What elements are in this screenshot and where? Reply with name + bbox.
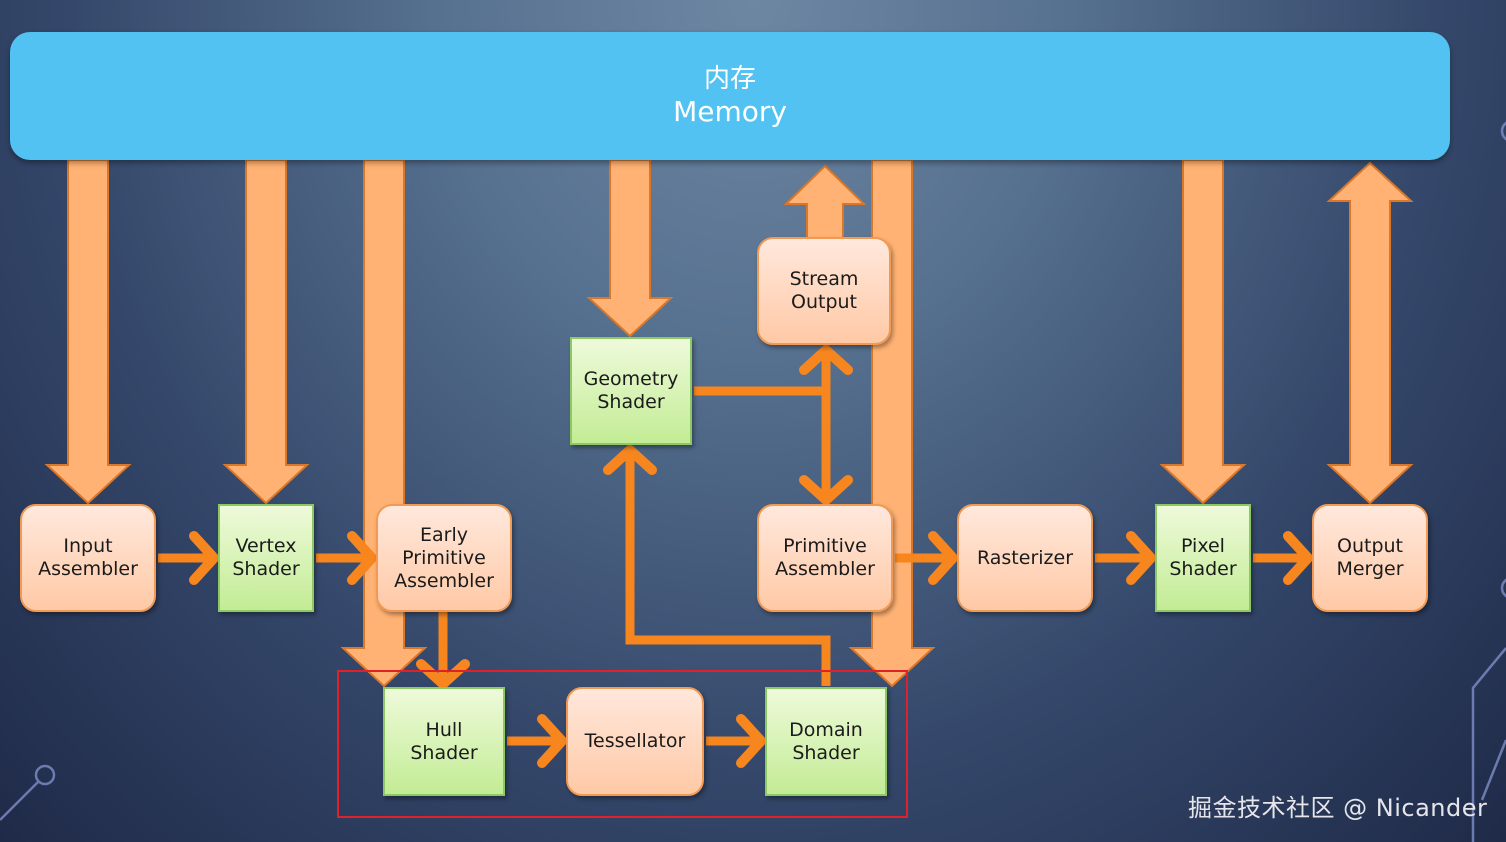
node-output-merger: Output Merger (1312, 504, 1428, 612)
decor-line-left (0, 781, 39, 821)
decor-circle-right-top (1500, 121, 1506, 141)
node-label: Rasterizer (976, 546, 1074, 569)
node-domain-shader: Domain Shader (765, 687, 887, 796)
vs-to-epa-arrow-head (347, 531, 379, 585)
rast-to-ps-arrow-head (1126, 531, 1158, 585)
tess-to-ds-arrow-head (736, 714, 768, 768)
node-label: Hull Shader (410, 718, 478, 764)
node-input-assembler: Input Assembler (20, 504, 156, 612)
node-stream-output: Stream Output (757, 237, 891, 345)
node-label: Vertex Shader (232, 535, 300, 580)
node-label: Primitive Assembler (775, 535, 875, 580)
node-label: Stream Output (789, 268, 859, 313)
node-label: Early Primitive Assembler (394, 523, 494, 592)
flow-arrows (158, 343, 1315, 768)
watermark: 掘金技术社区 @ Nicander (1188, 794, 1488, 822)
node-label: Input Assembler (38, 535, 138, 580)
memory-label-zh: 内存 (703, 64, 756, 94)
ds-to-gs-arrow-shaft (625, 452, 831, 686)
ia-to-vs-arrow-head (189, 531, 221, 585)
node-primitive-assembler: Primitive Assembler (757, 504, 893, 612)
node-pixel-shader: Pixel Shader (1155, 504, 1251, 612)
memory-to-geometry-shader-arrow (586, 159, 674, 338)
node-label: Geometry Shader (583, 368, 679, 413)
node-label: Pixel Shader (1169, 535, 1237, 580)
ps-to-om-arrow-head (1283, 531, 1315, 585)
node-hull-shader: Hull Shader (383, 687, 505, 796)
memory-to-pixel-shader-arrow (1159, 159, 1247, 505)
memory-block: 内存 Memory (10, 32, 1450, 160)
stream-output-to-memory-arrow (783, 164, 867, 239)
memory-to-hull-shader-arrow (340, 159, 428, 688)
node-tessellator: Tessellator (566, 687, 704, 796)
node-label: Tessellator (584, 730, 686, 752)
ds-to-gs-arrow-head (603, 443, 657, 475)
node-label: Domain Shader (789, 718, 863, 764)
background-decorations (0, 121, 1506, 842)
decor-circle-left (34, 764, 56, 786)
decor-line-right-2 (1480, 739, 1506, 801)
gs-to-pa-arrow-head (799, 475, 853, 507)
node-vertex-shader: Vertex Shader (218, 504, 314, 612)
pa-to-rast-arrow-head (928, 531, 960, 585)
hs-to-tess-arrow-head (537, 714, 569, 768)
memory-arrows (44, 159, 1414, 688)
decor-circle-right-mid (1500, 578, 1506, 598)
node-rasterizer: Rasterizer (957, 504, 1093, 612)
node-label: Output Merger (1336, 535, 1404, 580)
memory-label-en: Memory (673, 95, 787, 128)
node-early-primitive-assembler: Early Primitive Assembler (376, 504, 512, 612)
gs-to-so-arrow-head (799, 343, 853, 375)
memory-output-merger-bidirectional-arrow (1326, 161, 1414, 505)
decor-line-right (1471, 647, 1506, 842)
memory-to-input-assembler-arrow (44, 159, 132, 505)
node-geometry-shader: Geometry Shader (570, 337, 692, 445)
memory-to-vertex-shader-arrow (222, 159, 310, 505)
memory-to-domain-shader-arrow (848, 159, 936, 688)
